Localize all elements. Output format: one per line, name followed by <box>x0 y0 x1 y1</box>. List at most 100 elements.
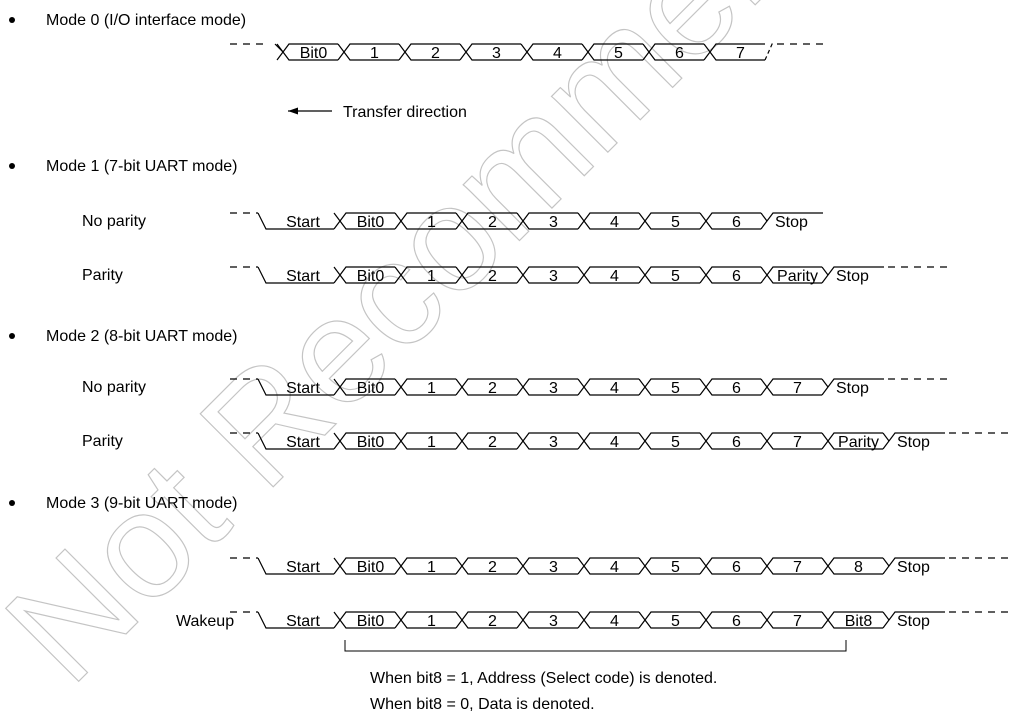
field-label: 4 <box>610 380 619 397</box>
field-label: Bit0 <box>357 613 385 630</box>
bit-cell <box>394 266 456 284</box>
bit-cell <box>581 43 643 61</box>
bit-cell <box>394 378 456 396</box>
bullet-icon <box>9 163 15 169</box>
bit-cell <box>333 557 395 575</box>
field-label: 5 <box>671 380 680 397</box>
field-label: 1 <box>427 434 436 451</box>
start-edge <box>257 266 334 284</box>
field-label: 3 <box>492 45 501 62</box>
field-label: 1 <box>427 559 436 576</box>
bit-cell <box>333 266 395 284</box>
bit-cell <box>394 611 456 629</box>
stop-edge-upper <box>760 212 768 222</box>
field-label: 2 <box>488 380 497 397</box>
bit-cell <box>516 378 578 396</box>
end-edge <box>764 41 774 61</box>
bit-cell <box>760 611 822 629</box>
bit-cell <box>333 611 395 629</box>
field-label: Bit0 <box>357 559 385 576</box>
bit-cell <box>638 557 700 575</box>
field-label: 2 <box>488 613 497 630</box>
bit-cell <box>276 43 338 61</box>
bit-cell <box>398 43 460 61</box>
field-label: 7 <box>793 380 802 397</box>
bullet-icon <box>9 333 15 339</box>
bullet-icon <box>9 17 15 23</box>
field-label: 8 <box>854 559 863 576</box>
stop-edge <box>821 266 884 284</box>
transfer-direction-arrow <box>288 107 332 115</box>
bit-cell <box>455 212 517 230</box>
bit-cell <box>520 43 582 61</box>
stop-label: Stop <box>897 613 930 630</box>
stop-edge-upper <box>882 611 890 621</box>
bit-cell <box>699 611 761 629</box>
field-label: 4 <box>610 214 619 231</box>
bit-cell <box>394 557 456 575</box>
bit-cell <box>699 378 761 396</box>
stop-edge-upper <box>821 266 829 276</box>
field-label: 3 <box>549 380 558 397</box>
field-label: 6 <box>732 380 741 397</box>
bit-cell <box>516 611 578 629</box>
bit-cell <box>638 432 700 450</box>
field-label: Start <box>286 559 320 576</box>
mode-2-title: Mode 2 (8-bit UART mode) <box>46 328 237 345</box>
field-label: 1 <box>427 613 436 630</box>
bit-cell <box>394 212 456 230</box>
field-label: 2 <box>488 268 497 285</box>
field-label: Parity <box>777 268 818 285</box>
field-label: 2 <box>431 45 440 62</box>
bit-cell <box>333 212 395 230</box>
mode-3-title: Mode 3 (9-bit UART mode) <box>46 495 237 512</box>
mode-1-title: Mode 1 (7-bit UART mode) <box>46 158 237 175</box>
row-label-mode2-no-parity: No parity <box>82 379 146 396</box>
bullet-icon <box>9 500 15 506</box>
field-label: 5 <box>671 559 680 576</box>
field-label: 1 <box>427 380 436 397</box>
bit-cell <box>638 266 700 284</box>
field-label: 6 <box>732 268 741 285</box>
bit-cell <box>760 432 822 450</box>
bit-cell <box>699 266 761 284</box>
row-label-mode2-parity: Parity <box>82 433 123 450</box>
field-label: 6 <box>732 434 741 451</box>
stop-label: Stop <box>775 214 808 231</box>
stop-label: Stop <box>897 434 930 451</box>
field-label: Start <box>286 380 320 397</box>
bit-cell <box>699 557 761 575</box>
field-label: Bit0 <box>357 268 385 285</box>
start-edge <box>257 557 334 575</box>
start-edge <box>257 432 334 450</box>
field-label: Parity <box>838 434 879 451</box>
row-label-mode1-parity: Parity <box>82 267 123 284</box>
field-label: Bit0 <box>357 380 385 397</box>
bit-cell <box>455 557 517 575</box>
bit-cell <box>821 557 883 575</box>
field-label: 5 <box>671 268 680 285</box>
field-label: 6 <box>732 613 741 630</box>
field-label: 3 <box>549 214 558 231</box>
stop-label: Stop <box>897 559 930 576</box>
field-label: 6 <box>732 214 741 231</box>
bit-cell <box>821 432 883 450</box>
bit-cell <box>760 266 822 284</box>
bit-cell <box>699 212 761 230</box>
bit-cell <box>455 432 517 450</box>
field-label: 5 <box>671 214 680 231</box>
bit-cell <box>455 266 517 284</box>
bit-cell <box>459 43 521 61</box>
bit-cell <box>577 212 639 230</box>
stop-edge <box>882 432 945 450</box>
bit-cell <box>337 43 399 61</box>
bit-cell <box>455 611 517 629</box>
bit-cell <box>394 432 456 450</box>
